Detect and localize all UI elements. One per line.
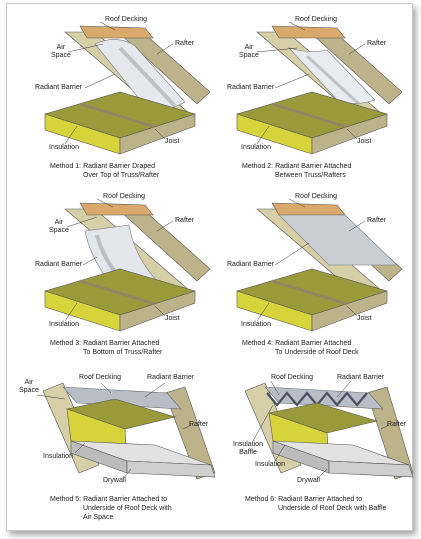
label-roof-decking: Roof Decking [103,193,146,200]
label-insulation: Insulation [49,321,79,328]
caption-line: To Bottom of Truss/Rafter [83,349,163,356]
label-joist: Joist [165,315,180,322]
method-3-illustration [43,198,211,332]
caption-method-2: Method 2: Radiant Barrier Attached Betwe… [242,162,351,180]
caption-line: Method 6: Radiant Barrier Attached to [245,496,363,503]
label-insulation: Insulation [241,144,271,151]
method-1-illustration [43,21,211,155]
panel-method-6: Roof Decking Radiant Barrier Rafter Insu… [217,369,414,539]
label-rafter: Rafter [175,217,195,224]
caption-method-3: Method 3: Radiant Barrier Attached To Bo… [50,339,162,357]
label-insulation: Insulation [241,321,271,328]
label-radiant-barrier: Radiant Barrier [227,261,275,268]
label-rafter: Rafter [189,421,209,428]
rafter-right [366,386,414,480]
panel-method-3: Roof Decking Air Space Rafter Radiant Ba… [25,191,215,361]
label-rafter: Rafter [367,40,387,47]
roof-deck [79,202,154,216]
caption-method-6: Method 6: Radiant Barrier Attached to Un… [245,495,386,513]
caption-line: Underside of Roof Deck with [83,505,172,512]
caption-method-4: Method 4: Radiant Barrier Attached To Un… [242,339,359,357]
caption-line: Method 5: Radiant Barrier Attached to [50,496,168,503]
joist-face [311,113,388,155]
caption-line: Method 2: Radiant Barrier Attached [242,163,352,170]
panel-method-5: Air Space Roof Decking Radiant Barrier R… [15,369,216,539]
caption-line: To Underside of Roof Deck [275,349,359,356]
caption-line: Underside of Roof Deck with Baffle [278,505,387,512]
label-radiant-barrier: Radiant Barrier [35,84,83,91]
panel-method-4: Roof Decking Rafter Radiant Barrier Insu… [217,191,407,361]
method-2-illustration [235,21,403,155]
label-joist: Joist [165,138,180,145]
label-rafter: Rafter [387,421,407,428]
label-rafter: Rafter [175,40,195,47]
caption-method-1: Method 1: Radiant Barrier Draped Over To… [50,162,159,180]
panel-method-2: Roof Decking Air Space Rafter Radiant Ba… [217,14,407,184]
label-roof-decking: Roof Decking [295,193,338,200]
roof-deck [271,25,346,39]
label-air-space: Air Space [239,44,259,59]
label-air-space: Air Space [49,219,69,234]
label-roof-decking: Roof Decking [105,16,148,23]
label-rafter: Rafter [367,217,387,224]
label-insulation-baffle: Insulation Baffle [233,441,263,456]
roof-deck [271,202,346,216]
caption-line: Between Truss/Rafters [275,172,346,179]
rafter-right [164,386,216,480]
label-roof-decking: Roof Decking [271,374,314,381]
caption-line: Method 1: Radiant Barrier Draped [50,163,156,170]
joist-bottom [328,460,414,478]
label-insulation: Insulation [43,453,73,460]
label-insulation: Insulation [255,461,285,468]
caption-line: Method 3: Radiant Barrier Attached [50,340,160,347]
caption-line: Method 4: Radiant Barrier Attached [242,340,352,347]
label-roof-decking: Roof Decking [295,16,338,23]
label-radiant-barrier: Radiant Barrier [147,374,195,381]
joist-face [119,113,196,155]
diagram-sheet: Roof Decking Air Space Rafter Radiant Ba… [6,3,414,531]
method-4-illustration [235,198,403,332]
label-drywall: Drywall [297,477,320,484]
label-joist: Joist [357,315,372,322]
label-radiant-barrier: Radiant Barrier [35,261,83,268]
method-5-illustration [36,382,216,480]
joist-face [311,290,388,332]
method-6-illustration [244,380,414,480]
caption-line: Over Top of Truss/Rafter [83,172,160,179]
caption-line: Air Space [83,514,114,521]
panel-method-1: Roof Decking Air Space Rafter Radiant Ba… [25,14,215,184]
caption-method-5: Method 5: Radiant Barrier Attached to Un… [50,495,172,522]
joist-face [119,290,196,332]
label-air-space: Air Space [19,379,39,394]
label-radiant-barrier: Radiant Barrier [337,374,385,381]
roof-deck [79,25,154,39]
label-air-space: Air Space [51,44,71,59]
radiant-barrier [278,214,398,266]
label-radiant-barrier: Radiant Barrier [227,84,275,91]
label-roof-decking: Roof Decking [79,374,122,381]
label-joist: Joist [357,138,372,145]
label-drywall: Drywall [103,477,126,484]
joist-bottom [126,460,216,478]
label-insulation: Insulation [49,144,79,151]
